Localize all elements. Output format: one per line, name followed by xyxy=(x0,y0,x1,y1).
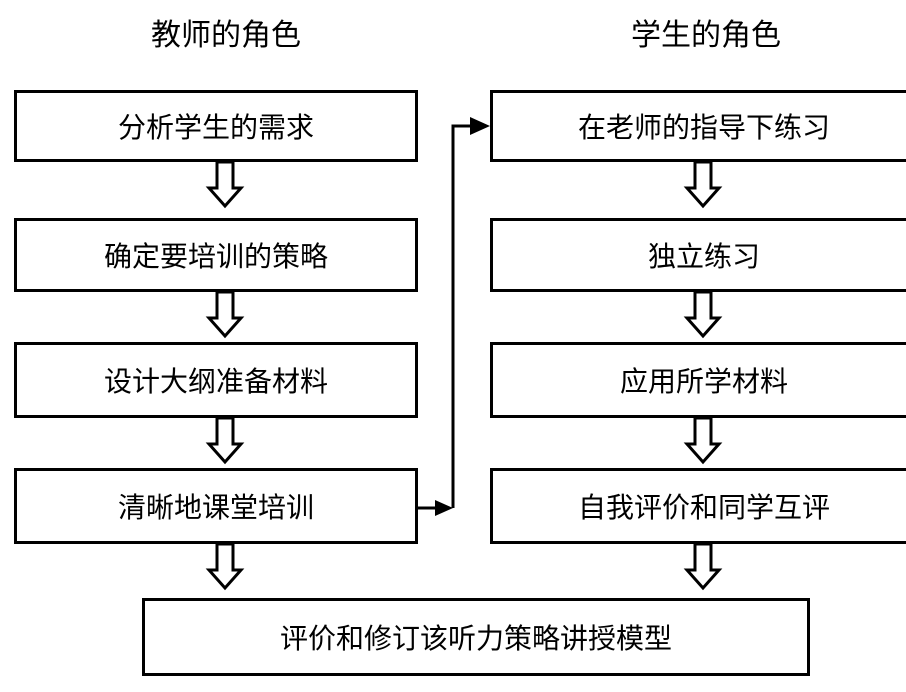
down-arrow-icon xyxy=(685,160,721,208)
student-step-self-peer-evaluation: 自我评价和同学互评 xyxy=(490,468,906,544)
teacher-role-title: 教师的角色 xyxy=(151,18,301,53)
down-arrow-icon xyxy=(207,416,243,464)
teacher-step-design-syllabus: 设计大纲准备材料 xyxy=(14,342,418,418)
down-arrow-icon xyxy=(685,416,721,464)
down-arrow-icon xyxy=(207,542,243,590)
teacher-step-determine-strategy: 确定要培训的策略 xyxy=(14,218,418,292)
student-role-title: 学生的角色 xyxy=(631,18,781,53)
down-arrow-icon xyxy=(207,160,243,208)
student-step-independent-practice: 独立练习 xyxy=(490,218,906,292)
teacher-step-analyze-needs: 分析学生的需求 xyxy=(14,90,418,162)
arrowhead-right-icon xyxy=(435,500,453,516)
student-step-apply-materials: 应用所学材料 xyxy=(490,342,906,418)
arrowhead-right-icon xyxy=(470,117,490,135)
down-arrow-icon xyxy=(207,290,243,338)
down-arrow-icon xyxy=(685,290,721,338)
final-step-evaluate-revise-model: 评价和修订该听力策略讲授模型 xyxy=(142,598,810,676)
cross-column-connector xyxy=(418,117,490,516)
teacher-step-classroom-training: 清晰地课堂培训 xyxy=(14,468,418,544)
student-step-guided-practice: 在老师的指导下练习 xyxy=(490,90,906,162)
down-arrow-icon xyxy=(685,542,721,590)
